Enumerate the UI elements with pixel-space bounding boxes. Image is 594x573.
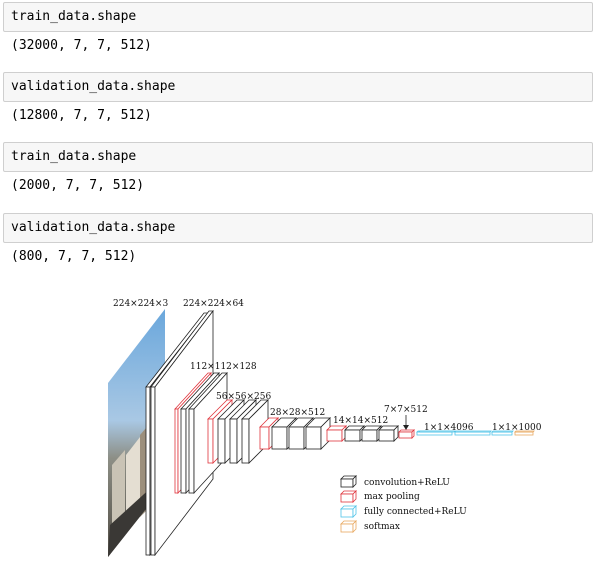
- legend-label-pool: max pooling: [364, 492, 420, 502]
- cell-output: (32000, 7, 7, 512): [11, 38, 152, 53]
- code-input[interactable]: train_data.shape: [3, 142, 593, 172]
- cell-output: (2000, 7, 7, 512): [11, 178, 145, 193]
- label-conv4-dim: 28×28×512: [270, 408, 325, 418]
- pool-block-5: [398, 415, 415, 439]
- code-input[interactable]: validation_data.shape: [3, 72, 593, 102]
- legend-item-conv: convolution+ReLU: [340, 475, 450, 488]
- legend-item-softmax: softmax: [340, 520, 400, 533]
- label-fc-dim: 1×1×4096: [424, 423, 474, 433]
- vgg16-architecture-figure: 224×224×3 224×224×64 112×112×128 56×56×2…: [0, 285, 594, 569]
- legend-label-softmax: softmax: [364, 522, 400, 532]
- label-conv2-dim: 112×112×128: [190, 362, 257, 372]
- legend-label-conv: convolution+ReLU: [364, 478, 450, 488]
- conv-block-3: [207, 399, 269, 464]
- label-conv5-dim: 14×14×512: [333, 416, 388, 426]
- legend-item-pool: max pooling: [340, 490, 420, 503]
- label-conv1-dim: 224×224×64: [183, 299, 244, 309]
- code-input[interactable]: train_data.shape: [3, 2, 593, 32]
- softmax-layer: [514, 430, 535, 436]
- legend: convolution+ReLU max pooling fully conne…: [340, 475, 467, 533]
- label-output-dim: 1×1×1000: [492, 423, 542, 433]
- cell-output: (800, 7, 7, 512): [11, 249, 137, 264]
- legend-label-fc: fully connected+ReLU: [364, 507, 467, 517]
- label-input-dim: 224×224×3: [113, 299, 168, 309]
- cell-output: (12800, 7, 7, 512): [11, 108, 152, 123]
- conv-block-5: [326, 425, 399, 442]
- conv-block-4: [259, 417, 331, 450]
- legend-item-fc: fully connected+ReLU: [340, 505, 467, 518]
- pointer-arrow-head: [403, 425, 409, 430]
- code-input[interactable]: validation_data.shape: [3, 213, 593, 243]
- label-pool5-dim: 7×7×512: [384, 405, 428, 415]
- fc-layers: [416, 430, 514, 436]
- label-conv3-dim: 56×56×256: [216, 392, 271, 402]
